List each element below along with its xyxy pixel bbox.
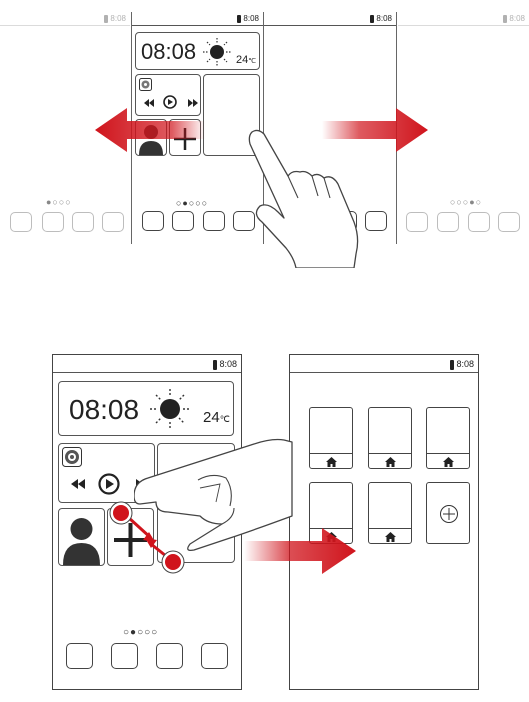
bl-temperature: 24℃ [203, 409, 230, 426]
center-status-time: 8:08 [243, 14, 259, 23]
bl-contact-widget[interactable] [58, 508, 105, 566]
far-right-status-bar: 8:08 [398, 12, 529, 26]
home-page-thumbnail-1[interactable] [309, 407, 353, 469]
swipe-arrow-right-icon [322, 108, 428, 152]
bl-page-dots: ○●○○○ [123, 627, 159, 638]
fast-forward-icon[interactable] [188, 99, 198, 107]
home-icon [385, 532, 396, 542]
home-page-thumbnail-4[interactable] [309, 482, 353, 544]
left-dock-icon-2 [42, 212, 64, 232]
center-dock-icon-2[interactable] [172, 211, 194, 231]
left-screen: 8:08 [0, 12, 130, 242]
bl-dock-icon-1[interactable] [66, 643, 93, 669]
left-status-time: 8:08 [110, 14, 126, 23]
home-icon [443, 457, 454, 467]
top-illustration: 8:08 ●○○○ 8:08 08:08 24℃ [0, 0, 529, 280]
far-right-screen: 8:08 [398, 12, 529, 242]
right-status-bar: 8:08 [264, 12, 396, 26]
center-clock-widget[interactable]: 08:08 24℃ [135, 32, 260, 70]
home-icon [326, 457, 337, 467]
br-status-bar: 8:08 [290, 355, 478, 373]
add-page-tile[interactable] [426, 482, 470, 544]
left-dock-icon-1 [10, 212, 32, 232]
sun-icon [203, 38, 231, 66]
left-status-bar: 8:08 [0, 12, 130, 26]
home-page-thumbnail-2[interactable] [368, 407, 412, 469]
hand-icon [248, 129, 359, 268]
music-note-icon [139, 78, 152, 91]
music-note-icon [62, 447, 82, 467]
bl-clock-widget[interactable]: 08:08 24℃ [58, 381, 234, 436]
bl-dock-icon-2[interactable] [111, 643, 138, 669]
home-page-thumbnail-3[interactable] [426, 407, 470, 469]
bl-clock-time: 08:08 [69, 394, 140, 425]
rewind-icon[interactable] [144, 99, 154, 107]
bl-status-time: 8:08 [219, 359, 237, 369]
drag-arrow-right-icon [244, 528, 356, 574]
home-page-thumbnail-5[interactable] [368, 482, 412, 544]
swipe-arrow-left-icon [95, 108, 205, 152]
center-status-bar: 8:08 [132, 12, 263, 26]
home-icon [385, 457, 396, 467]
far-right-dock-icon-2 [437, 212, 459, 232]
sun-icon [150, 389, 190, 429]
br-status-time: 8:08 [456, 359, 474, 369]
right-dock-icon-2[interactable] [365, 211, 387, 231]
far-right-dock-icon-3 [468, 212, 490, 232]
far-right-dock-icon-1 [406, 212, 428, 232]
rewind-icon[interactable] [71, 479, 85, 489]
center-dock-icon-3[interactable] [203, 211, 225, 231]
center-page-dots: ○●○○○ [176, 198, 209, 208]
center-dock-icon-1[interactable] [142, 211, 164, 231]
left-page-dots: ●○○○ [46, 197, 72, 207]
right-page-dots: ○○○●○ [450, 197, 483, 207]
far-right-dock-icon-4 [498, 212, 520, 232]
contact-silhouette-icon [63, 518, 100, 565]
play-icon[interactable] [98, 473, 120, 495]
left-dock-icon-3 [72, 212, 94, 232]
bl-status-bar: 8:08 [53, 355, 241, 373]
bl-dock-icon-3[interactable] [156, 643, 183, 669]
bottom-right-phone: 8:08 [289, 354, 479, 690]
center-temperature: 24℃ [236, 54, 257, 66]
right-status-time: 8:08 [376, 14, 392, 23]
bl-dock-icon-4[interactable] [201, 643, 228, 669]
plus-icon [114, 523, 147, 557]
left-dock-icon-4 [102, 212, 124, 232]
far-right-status-time: 8:08 [509, 14, 525, 23]
hand-icon [134, 438, 293, 552]
center-music-widget[interactable] [135, 74, 201, 116]
pinch-resize-icon [109, 501, 185, 574]
add-page-icon [440, 505, 458, 523]
center-screen: 8:08 08:08 24℃ [131, 12, 264, 244]
center-dock-icon-4[interactable] [233, 211, 255, 231]
play-icon[interactable] [163, 95, 177, 109]
center-clock-time: 08:08 [141, 39, 197, 64]
